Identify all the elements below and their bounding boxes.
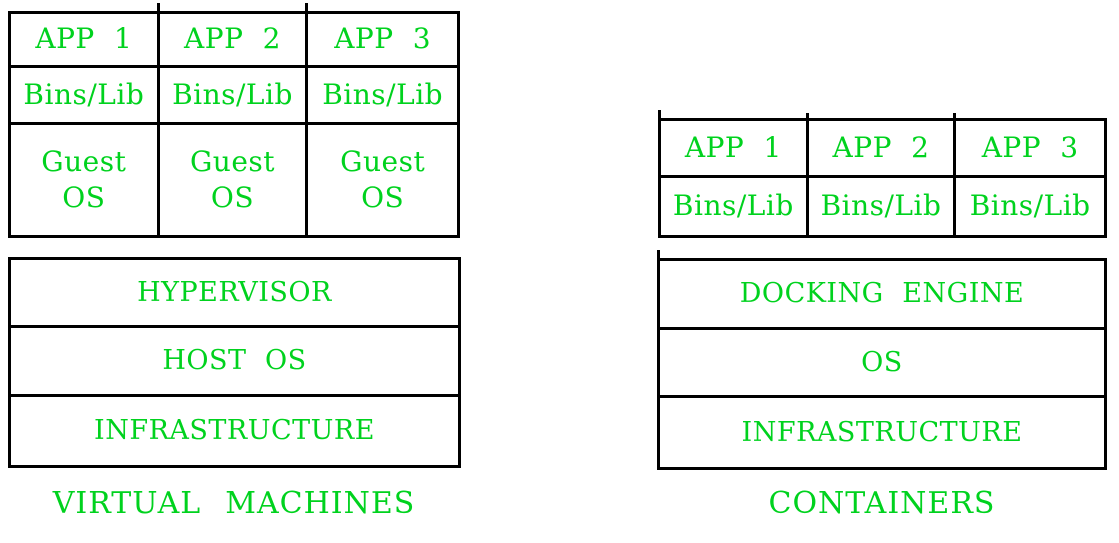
border-tick (156, 3, 160, 11)
vm-cell-app3: APP 3 (308, 14, 457, 68)
ct-row-os: OS (660, 330, 1104, 399)
vm-cell-app2: APP 2 (159, 3, 309, 68)
ct-cell-binslib-1: Bins/Lib (661, 178, 809, 235)
vm-cell-binslib-1: Bins/Lib (11, 68, 160, 125)
ct-cell-app3: APP 3 (956, 121, 1104, 178)
vm-cell-binslib-3: Bins/Lib (308, 68, 457, 125)
vm-stack-table: HYPERVISOR HOST OS INFRASTRUCTURE (8, 257, 461, 468)
vm-row-hypervisor: HYPERVISOR (11, 260, 458, 329)
containers-apps-table: APP 1 APP 2 APP 3 Bins/Lib Bins/Lib Bins… (658, 110, 1107, 238)
vm-caption: VIRTUAL MACHINES (52, 486, 416, 521)
vm-cell-guestos-3: Guest OS (340, 144, 426, 214)
vm-row-infrastructure: INFRASTRUCTURE (94, 415, 375, 447)
border-tick (658, 110, 661, 121)
border-tick (953, 113, 957, 118)
vm-cell-app1: APP 1 (11, 3, 160, 68)
vm-cell-guestos-2: Guest OS (160, 125, 309, 235)
vm-apps-table: APP 1 APP 2 APP 3 Bins/Lib Bins/Lib Bins… (8, 3, 460, 238)
ct-row-docking-engine: DOCKING ENGINE (660, 261, 1104, 330)
ct-cell-binslib-2: Bins/Lib (809, 178, 957, 235)
border-tick (805, 113, 809, 118)
ct-cell-app2: APP 2 (808, 113, 957, 178)
containers-stack-table: DOCKING ENGINE OS INFRASTRUCTURE (657, 250, 1107, 470)
ct-cell-binslib-3: Bins/Lib (969, 189, 1091, 223)
ct-cell-app1: APP 1 (661, 113, 809, 178)
ct-row-infrastructure: INFRASTRUCTURE (741, 417, 1023, 449)
vm-row-host-os: HOST OS (11, 328, 458, 397)
border-tick (305, 3, 309, 11)
containers-caption: CONTAINERS (768, 486, 996, 521)
vm-cell-guestos-1: Guest OS (11, 125, 160, 235)
border-tick (657, 250, 660, 261)
vm-cell-binslib-2: Bins/Lib (159, 68, 309, 125)
